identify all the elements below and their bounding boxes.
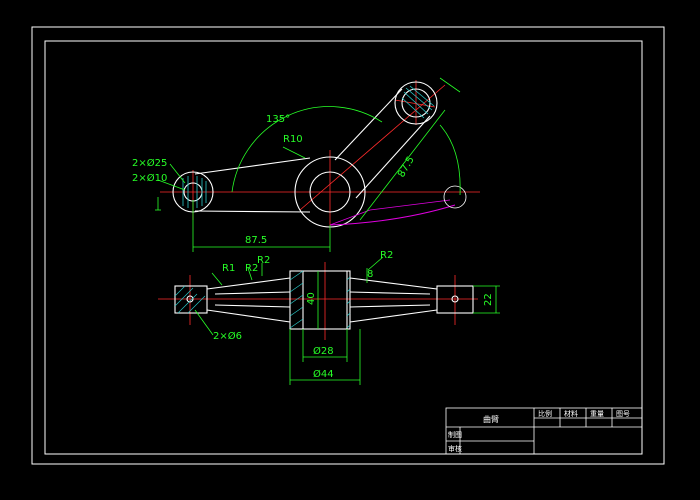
rib-label: 8 (367, 269, 373, 280)
radius-arm-label: R10 (283, 134, 303, 145)
front-view-outline (174, 270, 474, 330)
horizontal-length-label: 87.5 (245, 235, 267, 246)
row-drawn: 制图 (448, 430, 462, 439)
front-view: R1 R2 R2 R2 8 40 22 2×Ø6 Ø28 Ø44 (158, 250, 500, 385)
end-height-label: 22 (483, 293, 494, 306)
inclined-length-label: 87.5 (396, 155, 417, 180)
col-weight: 重量 (590, 410, 604, 418)
top-view-hatching (182, 85, 435, 208)
row-checked: 审核 (448, 444, 462, 453)
front-view-dimensions (194, 256, 500, 385)
front-view-hatching (174, 270, 351, 329)
inner-border (44, 40, 643, 455)
r2-left-label: R2 (245, 263, 258, 274)
title-block (445, 407, 643, 455)
r2-right-label: R2 (380, 250, 393, 261)
phantom-line-b (369, 199, 451, 211)
hub-height-label: 40 (306, 292, 317, 305)
col-drawing-no: 图号 (616, 410, 630, 418)
top-view-centerlines (160, 80, 480, 230)
top-view-dimensions (155, 77, 461, 252)
r2-left-b-label: R2 (257, 255, 270, 266)
part-name: 曲臂 (483, 414, 499, 424)
bore-label: Ø28 (313, 345, 334, 357)
r1-label: R1 (222, 263, 235, 274)
col-scale: 比例 (538, 409, 552, 418)
angle-label: 135° (266, 114, 290, 125)
phantom-circle (443, 185, 467, 209)
phantom-arc (329, 204, 456, 226)
phantom-line (329, 209, 371, 226)
hole-small-label: 2×Ø10 (132, 172, 167, 184)
col-material: 材料 (564, 409, 578, 418)
top-view: 135° R10 2×Ø25 2×Ø10 87.5 87.5 (132, 77, 480, 252)
pin-hole-label: 2×Ø6 (213, 330, 242, 342)
hole-big-label: 2×Ø25 (132, 157, 167, 169)
hub-dia-label: Ø44 (313, 368, 334, 380)
outer-border (31, 26, 665, 465)
